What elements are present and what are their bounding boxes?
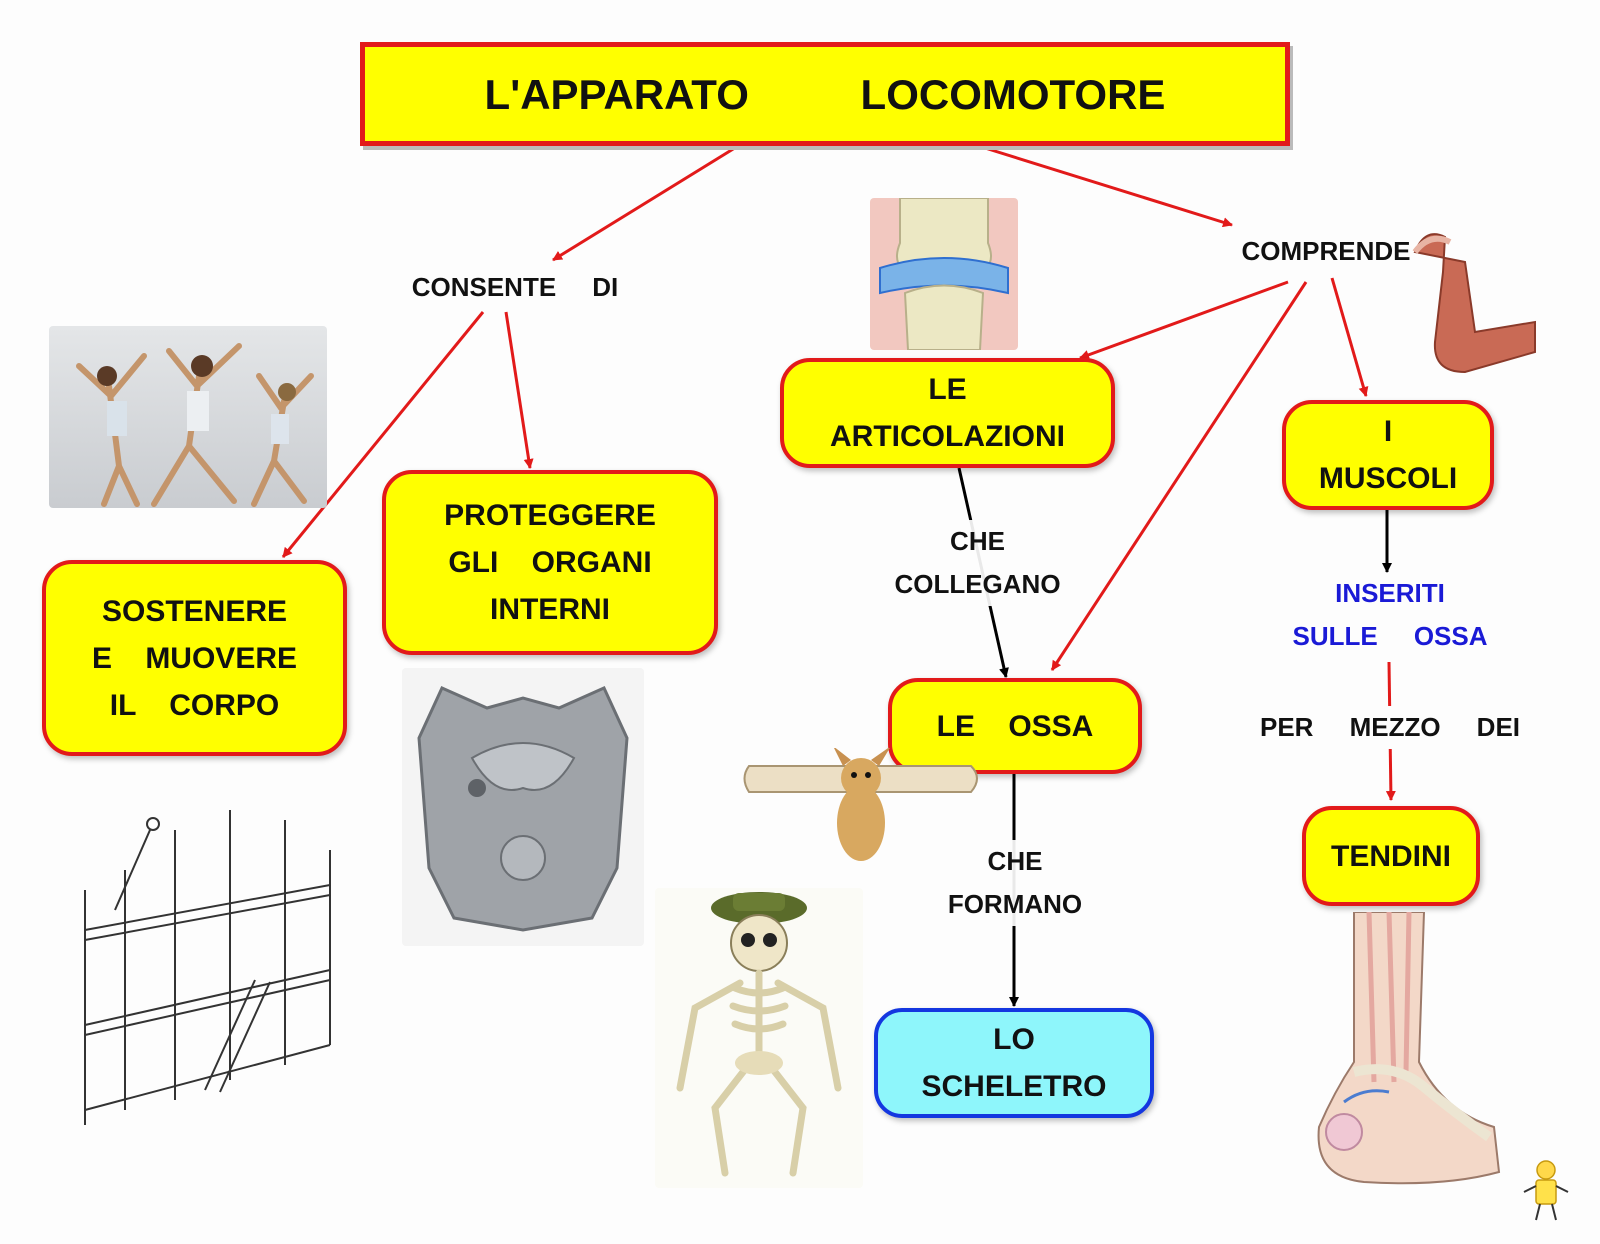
arrow-title-comprende: [984, 146, 1233, 228]
flexed-arm-muscle: [1395, 222, 1543, 387]
arrow-consente-proteggere: [504, 311, 534, 469]
arrow-comprende-ossa: [1050, 281, 1308, 671]
node-articolazioni: LE ARTICOLAZIONI: [780, 358, 1115, 468]
arrow-comprende-muscoli: [1330, 277, 1369, 397]
label-mezzo: PER MEZZO DEI: [1245, 706, 1535, 749]
label-inseriti: INSERITI SULLE OSSA: [1292, 578, 1488, 651]
dog-with-bone: [735, 748, 987, 878]
node-scheletro: LO SCHELETRO: [874, 1008, 1154, 1118]
label-comprende: COMPRENDE: [1230, 230, 1422, 273]
knee-joint: [870, 198, 1018, 350]
node-muscoli: I MUSCOLI: [1282, 400, 1494, 510]
label-collegano: CHE COLLEGANO: [880, 520, 1075, 606]
title-box: L'APPARATO LOCOMOTORE: [360, 42, 1290, 146]
stretching-photo: [49, 326, 327, 508]
node-sostenere: SOSTENERE E MUOVERE IL CORPO: [42, 560, 347, 756]
arrow-comprende-articolazioni: [1079, 280, 1289, 360]
label-formano: CHE FORMANO: [930, 840, 1100, 926]
breastplate-armor: [402, 668, 644, 946]
node-ossa: LE OSSA: [888, 678, 1142, 774]
cartoon-skeleton: [655, 888, 863, 1188]
label-consente: CONSENTE DI: [395, 266, 635, 309]
arrow-title-consente: [552, 144, 739, 262]
node-proteggere: PROTEGGERE GLI ORGANI INTERNI: [382, 470, 718, 655]
mascot-logo: [1520, 1158, 1572, 1224]
node-tendini: TENDINI: [1302, 806, 1480, 906]
foot-tendons: [1294, 912, 1504, 1192]
scaffolding-drawing: [55, 790, 353, 1135]
